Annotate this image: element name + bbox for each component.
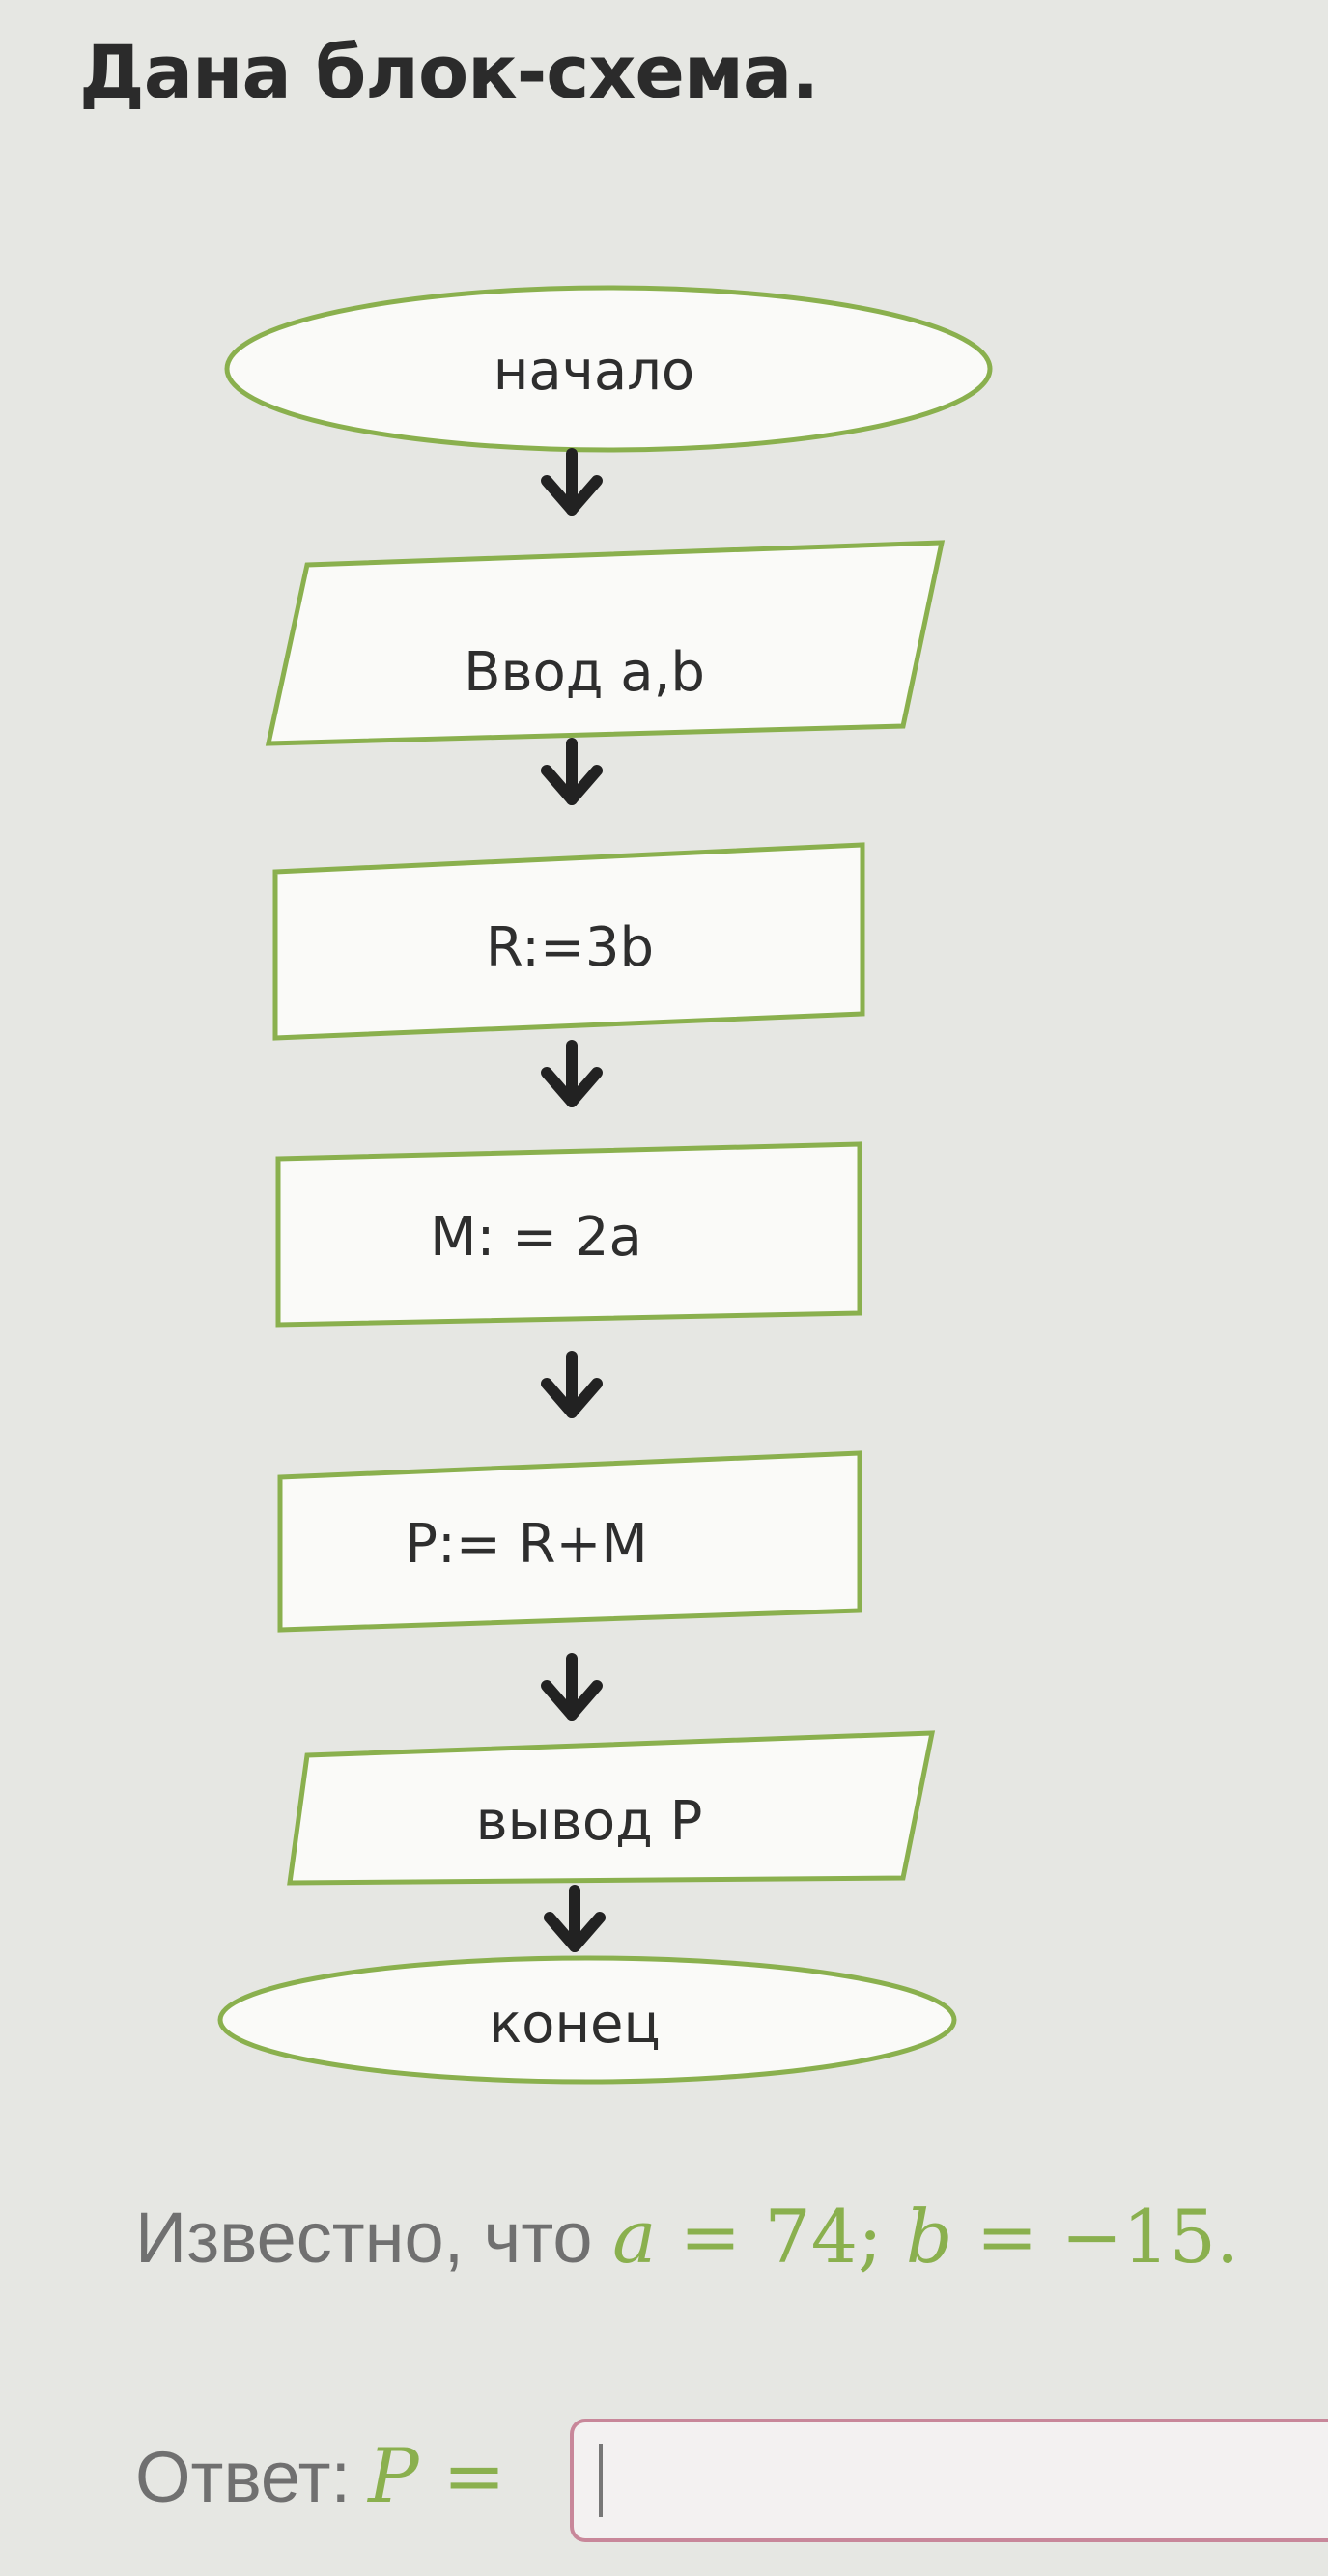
given-condition: Известно, что a = 74; b = −15. [135, 2194, 1239, 2280]
process-p-block: P:= R+M [277, 1450, 862, 1633]
flowchart: начало Ввод a,b R:=3b M: = 2a P:= R+M вы… [217, 285, 993, 2085]
arrow-1 [547, 454, 597, 510]
process-r-label: R:=3b [486, 916, 654, 979]
text-caret [599, 2444, 603, 2517]
arrow-2 [547, 743, 597, 799]
end-label: конец [489, 1993, 660, 2056]
output-label: вывод P [476, 1790, 703, 1853]
start-terminal: начало [224, 285, 993, 453]
process-m-block: M: = 2a [275, 1141, 862, 1328]
answer-input[interactable] [570, 2419, 1328, 2542]
process-p-label: P:= R+M [405, 1513, 648, 1576]
answer-label: Ответ: [135, 2436, 352, 2517]
start-label: начало [494, 340, 694, 403]
answer-row: Ответ: P = [135, 2419, 1328, 2542]
input-block: Ввод a,b [265, 540, 946, 746]
page-title: Дана блок-схема. [79, 29, 819, 115]
answer-variable: P = [368, 2433, 506, 2520]
condition-math: a = 74; b = −15. [612, 2194, 1240, 2280]
output-block: вывод P [287, 1730, 936, 1886]
arrow-6 [550, 1890, 600, 1946]
arrow-5 [547, 1659, 597, 1715]
condition-text: Известно, что [135, 2198, 593, 2278]
process-r-block: R:=3b [272, 842, 865, 1041]
arrow-4 [547, 1357, 597, 1413]
input-label: Ввод a,b [464, 641, 705, 704]
end-terminal: конец [217, 1955, 957, 2085]
process-m-label: M: = 2a [430, 1206, 642, 1269]
arrow-3 [547, 1046, 597, 1102]
